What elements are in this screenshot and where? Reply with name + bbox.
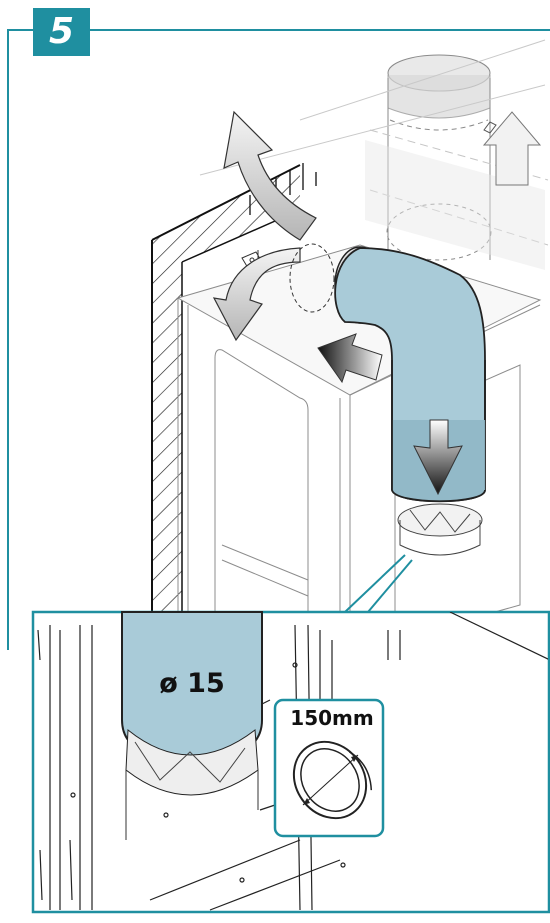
duct-diameter-label: ø 15 — [159, 668, 225, 699]
pipe-size-label: 150mm — [290, 706, 374, 730]
airflow-arrow-down — [212, 247, 301, 342]
motor-fan — [397, 503, 483, 556]
outlet-ghost-ring — [289, 243, 335, 313]
ghost-up-arrow — [482, 111, 542, 186]
pipe-size-inset — [273, 698, 385, 838]
airflow-down-arrow — [413, 419, 463, 496]
callout-leader — [344, 554, 413, 613]
diameter-arrow — [302, 754, 359, 806]
airflow-left-arrow — [317, 333, 383, 384]
step-number-badge: 5 — [33, 8, 90, 56]
step-frame — [7, 29, 550, 650]
ceiling-duct-ghost — [199, 39, 549, 270]
exhaust-arrow-up — [223, 110, 317, 241]
